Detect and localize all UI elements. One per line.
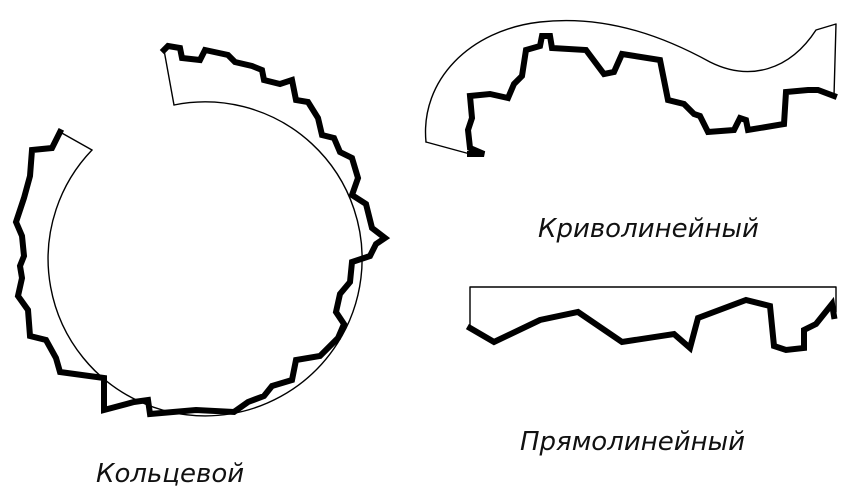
ring-end-cap-top	[163, 49, 175, 106]
curved-lower-edge	[464, 33, 838, 157]
straight-shape	[465, 286, 838, 354]
curved-shape	[424, 19, 838, 157]
straight-upper-edge	[469, 286, 837, 329]
curved-end-cap	[425, 141, 471, 155]
curved-upper-edge	[424, 19, 837, 143]
ring-inner-edge	[47, 101, 363, 417]
straight-lower-edge	[465, 296, 838, 354]
ring-end-cap-left	[59, 131, 93, 151]
ring-shape	[12, 42, 391, 418]
curved-caption: Криволинейный	[538, 214, 759, 244]
straight-caption: Прямолинейный	[520, 427, 745, 457]
ring-caption: Кольцевой	[96, 459, 244, 489]
ring-outer-edge	[12, 42, 391, 418]
